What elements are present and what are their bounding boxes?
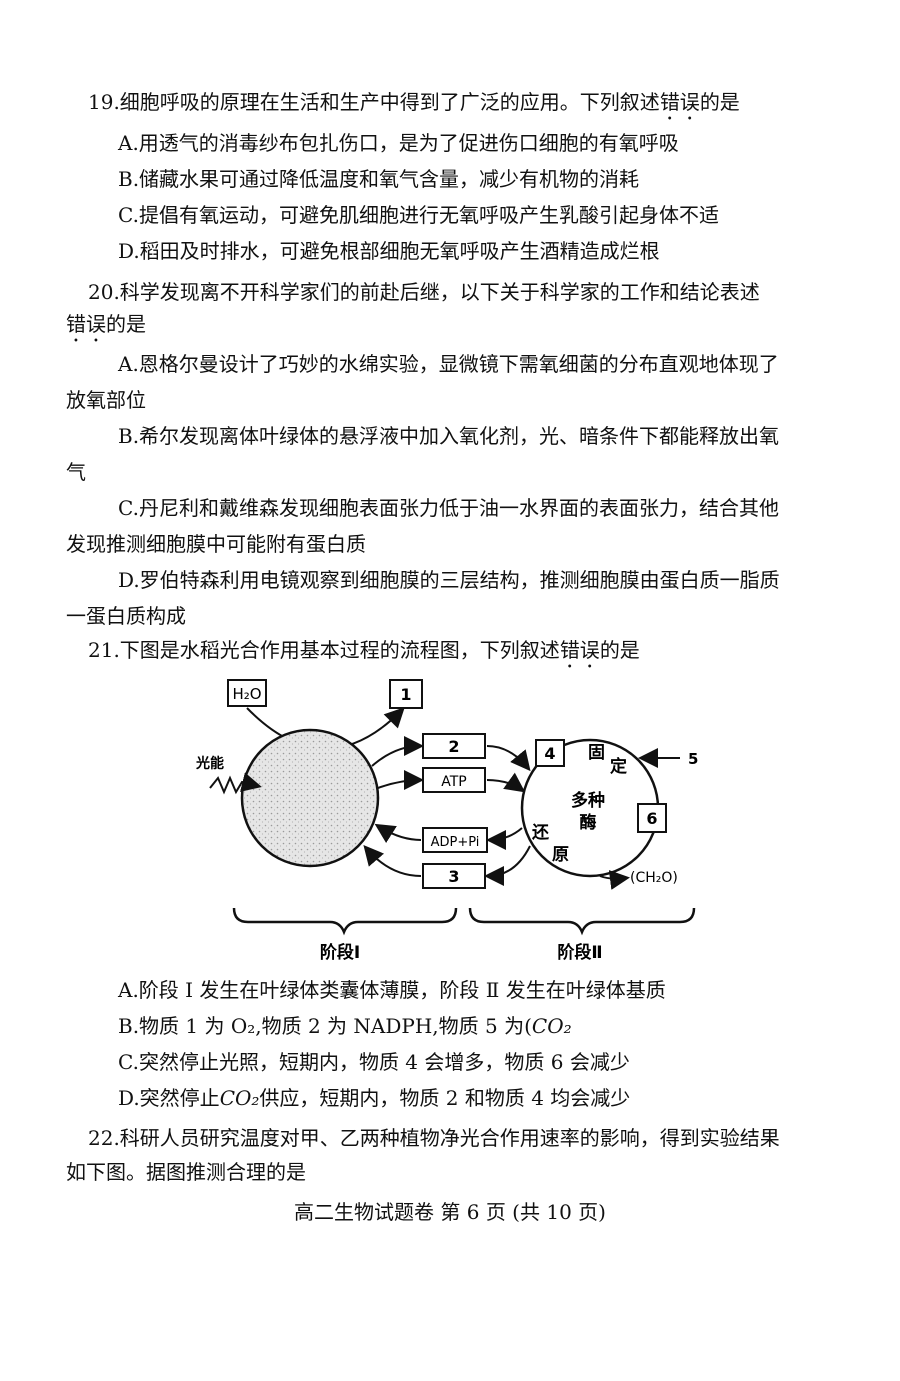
- q21-stem-emphasis: 错误: [559, 638, 600, 662]
- substance-6-box: [637, 803, 667, 833]
- q20-option-b-cont: 气: [66, 460, 86, 484]
- substance-5-label: 5: [688, 750, 698, 768]
- enzyme-label-1: 多种: [571, 790, 605, 811]
- q20-stem-line2: 错误的是: [66, 310, 146, 347]
- substance-2-label: 2: [448, 737, 459, 756]
- adp-label: ADP+Pi: [431, 835, 480, 850]
- arrow-to-2: [371, 736, 424, 767]
- q19-option-d: D.稻田及时排水，可避免根部细胞无氧呼吸产生酒精造成烂根: [118, 239, 660, 263]
- q21-option-a: A.阶段 Ⅰ 发生在叶绿体类囊体薄膜，阶段 Ⅱ 发生在叶绿体基质: [118, 978, 666, 1002]
- q21-stem: 21.下图是水稻光合作用基本过程的流程图，下列叙述错误的是: [88, 636, 640, 673]
- q20-stem-emphasis: 错误: [66, 312, 106, 336]
- q20-option-a-cont: 放氧部位: [66, 388, 146, 412]
- substance-3-box: [422, 863, 486, 889]
- h2o-box: [227, 679, 267, 707]
- substance-6-label: 6: [646, 809, 657, 828]
- page-footer: 高二生物试题卷 第 6 页 (共 10 页): [294, 1200, 606, 1224]
- arrow-cycle-to-3: [484, 845, 531, 886]
- q21-option-d: D.突然停止CO₂供应，短期内，物质 2 和物质 4 均会减少: [118, 1084, 630, 1112]
- thylakoid-circle: [240, 728, 380, 868]
- substance-4-box: [535, 739, 565, 767]
- atp-box: [422, 767, 486, 793]
- q20-option-c: C.丹尼利和戴维森发现细胞表面张力低于油一水界面的表面张力，结合其他: [118, 496, 779, 520]
- q21-option-c: C.突然停止光照，短期内，物质 4 会增多，物质 6 会减少: [118, 1050, 630, 1074]
- light-energy-arrow: [209, 772, 262, 795]
- fixation-char-1: 固: [588, 743, 605, 763]
- q19-stem-emphasis: 错误: [659, 90, 700, 114]
- ch2o-arrow: [599, 870, 630, 890]
- q20-stem: 20.科学发现离不开科学家们的前赴后继，以下关于科学家的工作和结论表述: [88, 280, 760, 304]
- adp-box: [422, 827, 488, 853]
- enzyme-label-2: 酶: [580, 812, 597, 833]
- arrow-atp-to-cycle: [486, 772, 526, 793]
- q20-option-d: D.罗伯特森利用电镜观察到细胞膜的三层结构，推测细胞膜由蛋白质一脂质: [118, 568, 780, 592]
- arrow-3-to-thylakoid: [363, 844, 422, 877]
- light-energy-label: 光能: [195, 755, 224, 772]
- reduction-char-2: 原: [552, 845, 569, 865]
- q20-option-a: A.恩格尔曼设计了巧妙的水绵实验，显微镜下需氧细菌的分布直观地体现了: [118, 352, 779, 376]
- stage-2-label: 阶段Ⅱ: [557, 942, 602, 963]
- substance-1-box: [389, 679, 423, 709]
- photosynthesis-diagram: H₂O 1 光能 2 ATP ADP+Pi 3 4 6 固 定 多种 酶 还 原…: [195, 679, 698, 963]
- q21-option-b: B.物质 1 为 O₂,物质 2 为 NADPH,物质 5 为(CO₂: [118, 1012, 572, 1040]
- q22-stem: 22.科研人员研究温度对甲、乙两种植物净光合作用速率的影响，得到实验结果: [88, 1126, 780, 1150]
- arrow-adp-to-thylakoid: [374, 823, 422, 844]
- q22-stem-line2: 如下图。据图推测合理的是: [66, 1160, 306, 1184]
- q20-option-b: B.希尔发现离体叶绿体的悬浮液中加入氧化剂，光、暗条件下都能释放出氧: [118, 424, 780, 448]
- q21-option-d-prefix: D.突然停止: [118, 1086, 220, 1110]
- arrow-cycle-to-adp: [486, 827, 523, 850]
- fixation-char-2: 定: [610, 756, 627, 777]
- q19-option-b: B.储藏水果可通过降低温度和氧气含量，减少有机物的消耗: [118, 167, 640, 191]
- q19-option-c: C.提倡有氧运动，可避免肌细胞进行无氧呼吸产生乳酸引起身体不适: [118, 203, 719, 227]
- stage-1-label: 阶段Ⅰ: [320, 942, 360, 963]
- substance-3-label: 3: [448, 867, 459, 886]
- stage-2-brace: [468, 907, 696, 936]
- q21-stem-text: 21.下图是水稻光合作用基本过程的流程图，下列叙述: [88, 638, 560, 662]
- h2o-label: H₂O: [232, 685, 261, 703]
- q21-option-b-co2: CO₂: [531, 1014, 572, 1038]
- stage-1-brace: [232, 907, 458, 936]
- q19-stem-text: 19.细胞呼吸的原理在生活和生产中得到了广泛的应用。下列叙述: [88, 90, 660, 114]
- q19-stem: 19.细胞呼吸的原理在生活和生产中得到了广泛的应用。下列叙述错误的是: [88, 88, 740, 125]
- q19-stem-suffix: 的是: [699, 90, 740, 114]
- q21-option-d-co2: CO₂: [219, 1086, 260, 1110]
- q21-stem-suffix: 的是: [599, 638, 640, 662]
- arrow-to-atp: [377, 770, 424, 791]
- arrow-2-to-cycle: [486, 745, 531, 772]
- q20-stem-suffix: 的是: [106, 312, 146, 336]
- substance-1-label: 1: [400, 685, 411, 704]
- q21-option-d-suffix: 供应，短期内，物质 2 和物质 4 均会减少: [259, 1086, 631, 1110]
- ch2o-label: (CH₂O): [630, 870, 678, 886]
- q20-option-c-cont: 发现推测细胞膜中可能附有蛋白质: [66, 532, 366, 556]
- q19-option-a: A.用透气的消毒纱布包扎伤口，是为了促进伤口细胞的有氧呼吸: [118, 131, 679, 155]
- reduction-char-1: 还: [531, 823, 550, 843]
- atp-label: ATP: [441, 774, 466, 790]
- q20-option-d-cont: 一蛋白质构成: [66, 604, 186, 628]
- q21-option-b-text: B.物质 1 为 O₂,物质 2 为 NADPH,物质 5 为(: [118, 1014, 532, 1038]
- substance-4-label: 4: [544, 744, 555, 763]
